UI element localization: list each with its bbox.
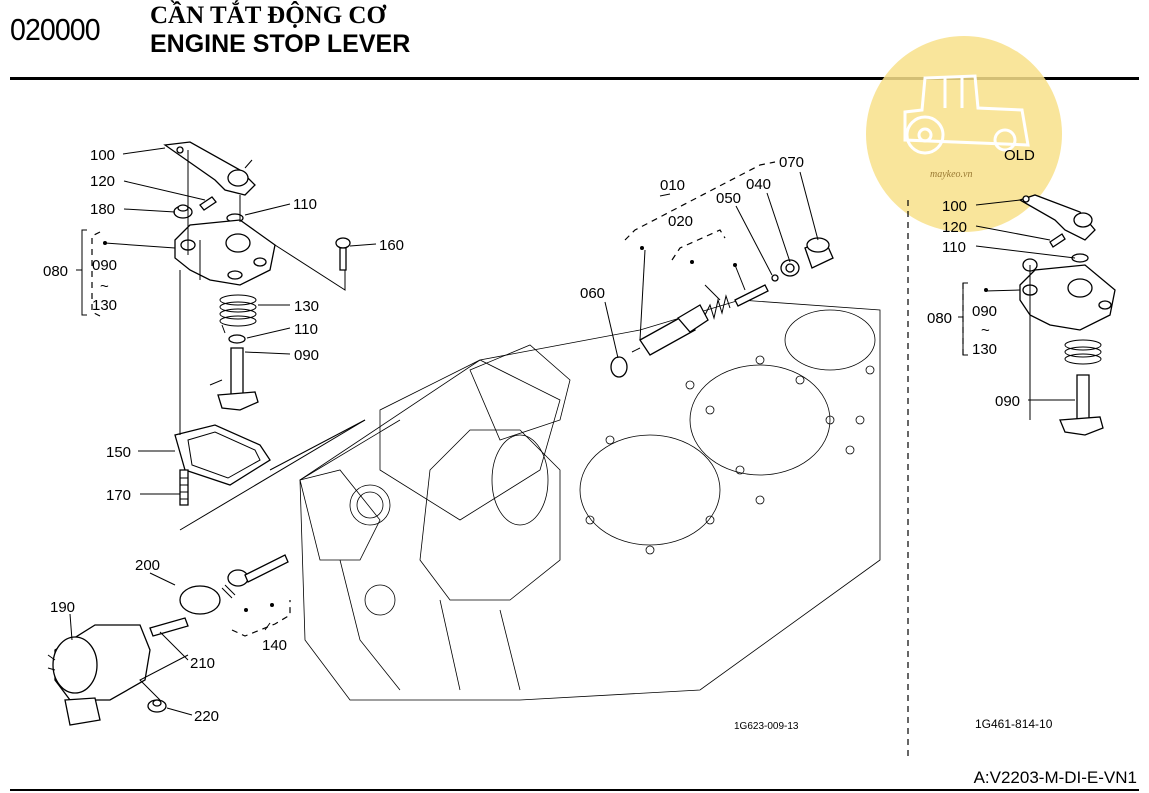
document-reference: A:V2203-M-DI-E-VN1 — [973, 768, 1137, 787]
part-040-bushing — [780, 259, 800, 277]
label-range-tilde: ~ — [100, 278, 109, 295]
part-160-bolt — [335, 237, 351, 271]
label-060: 060 — [580, 285, 605, 302]
engine-block-outline — [299, 299, 881, 701]
figure-id-old: 1G461-814-10 — [975, 717, 1053, 731]
part-070-cap — [804, 237, 834, 269]
page-title-vietnamese: CẦN TẮT ĐỘNG CƠ — [150, 2, 386, 29]
label-170: 170 — [106, 487, 131, 504]
label-140: 140 — [262, 637, 287, 654]
label-110-top: 110 — [293, 196, 317, 213]
old-label-130-range-end: 130 — [972, 341, 997, 358]
label-220: 220 — [194, 708, 219, 725]
old-label-090-range-start: 090 — [972, 303, 997, 320]
label-010: 010 — [660, 177, 685, 194]
old-label-100: 100 — [942, 198, 967, 215]
footer-divider — [10, 789, 1139, 791]
part-100-lever — [163, 141, 256, 196]
label-190: 190 — [50, 599, 75, 616]
header-divider — [10, 77, 1139, 80]
main-part-labels: 100 120 180 110 160 080 090 ~ 130 130 11… — [43, 147, 804, 732]
part-220-nut — [147, 699, 167, 713]
part-210-bolt — [149, 617, 189, 637]
part-150-gasket — [174, 424, 271, 486]
old-label-080: 080 — [927, 310, 952, 327]
label-120: 120 — [90, 173, 115, 190]
label-130-range-end: 130 — [92, 297, 117, 314]
part-130-spring — [219, 294, 257, 334]
old-label-110: 110 — [942, 239, 966, 256]
old-label-range-tilde: ~ — [981, 322, 990, 339]
reference-dots — [103, 241, 988, 612]
watermark-disc — [866, 36, 1062, 232]
part-200-oring — [179, 585, 221, 615]
part-080-housing — [174, 219, 276, 286]
page-title-english: ENGINE STOP LEVER — [150, 30, 411, 58]
part-060-washer — [610, 356, 628, 378]
label-090: 090 — [294, 347, 319, 364]
part-110-oring-lower — [228, 334, 246, 344]
label-080: 080 — [43, 263, 68, 280]
part-120-pin — [199, 196, 217, 211]
label-040: 040 — [746, 176, 771, 193]
label-090-range-start: 090 — [92, 257, 117, 274]
old-part-120-pin — [1049, 233, 1066, 248]
old-part-090-shaft — [1059, 374, 1104, 436]
part-140-plunger — [221, 554, 289, 599]
figure-id-main: 1G623-009-13 — [734, 721, 799, 732]
part-190-solenoid — [47, 624, 151, 726]
old-part-100-lever — [1018, 194, 1096, 241]
part-020-spring — [704, 294, 731, 320]
old-part-130-spring — [1064, 339, 1102, 365]
label-200: 200 — [135, 557, 160, 574]
leader-lines — [69, 147, 1076, 716]
label-210: 210 — [190, 655, 215, 672]
part-180-nut — [173, 204, 193, 219]
label-old: OLD — [1004, 147, 1035, 164]
mount-plate-lines — [179, 419, 366, 531]
label-130: 130 — [294, 298, 319, 315]
part-170-stud — [179, 469, 189, 506]
tractor-icon — [903, 74, 1030, 155]
old-label-120: 120 — [942, 219, 967, 236]
label-160: 160 — [379, 237, 404, 254]
label-050: 050 — [716, 190, 741, 207]
assembly-brackets — [91, 161, 964, 637]
old-part-080-housing — [1019, 258, 1116, 331]
label-100: 100 — [90, 147, 115, 164]
watermark: maykeo.vn — [866, 36, 1062, 232]
label-070: 070 — [779, 154, 804, 171]
part-050-pin — [734, 274, 779, 307]
label-110-lower: 110 — [294, 321, 318, 338]
old-part-labels: OLD 100 120 110 080 090 ~ 130 090 1G461-… — [927, 147, 1053, 731]
old-label-090: 090 — [995, 393, 1020, 410]
label-150: 150 — [106, 444, 131, 461]
part-090-shaft — [209, 347, 259, 411]
part-010-stop-solenoid-body — [631, 304, 709, 356]
label-180: 180 — [90, 201, 115, 218]
watermark-site: maykeo.vn — [930, 169, 972, 180]
section-code: 020000 — [10, 12, 101, 47]
label-020: 020 — [668, 213, 693, 230]
